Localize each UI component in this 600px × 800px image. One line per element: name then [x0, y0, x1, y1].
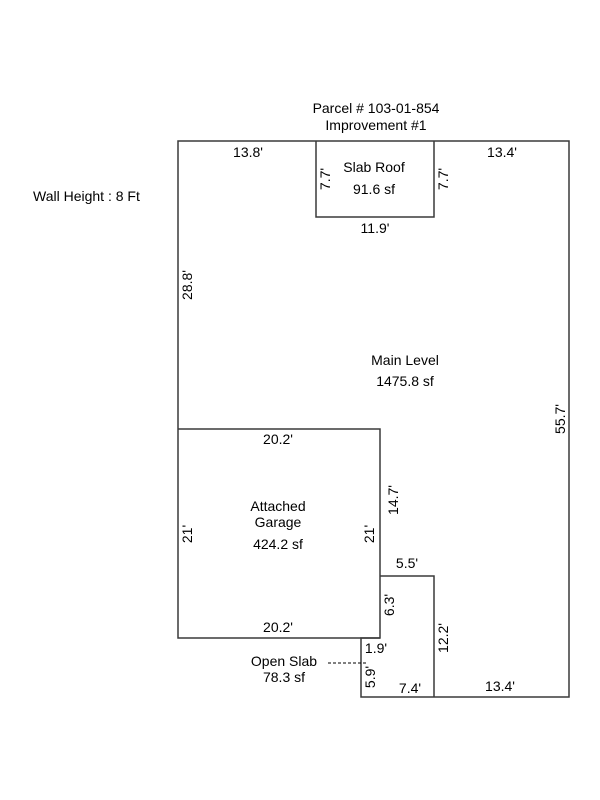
dim-garage-left: 21'	[179, 525, 195, 543]
dim-top-left: 13.8'	[233, 144, 263, 160]
dim-garage-bottom: 20.2'	[263, 619, 293, 635]
dim-left-upper: 28.8'	[179, 270, 195, 300]
dim-right: 55.7'	[552, 404, 568, 434]
parcel-number: Parcel # 103-01-854	[313, 100, 440, 116]
dim-garage-top: 20.2'	[263, 431, 293, 447]
main-level-name: Main Level	[371, 352, 439, 368]
open-slab-area: 78.3 sf	[263, 669, 305, 685]
dim-top-right: 13.4'	[487, 144, 517, 160]
dim-slab-bottom: 11.9'	[361, 220, 390, 236]
slab-roof-area: 91.6 sf	[353, 181, 395, 197]
garage-outline	[177, 428, 381, 639]
building-outline	[177, 140, 570, 698]
dim-step-top: 5.5'	[396, 555, 418, 571]
garage-name-1: Attached	[250, 498, 305, 514]
slab-roof-name: Slab Roof	[343, 159, 405, 175]
dim-slab-left: 7.7'	[317, 168, 333, 190]
main-level-area: 1475.8 sf	[376, 373, 434, 389]
wall-height: Wall Height : 8 Ft	[33, 188, 140, 204]
step-outline	[380, 575, 435, 697]
dim-bottom-right: 13.4'	[485, 678, 515, 694]
dim-open-left: 5.9'	[362, 666, 378, 688]
improvement-label: Improvement #1	[325, 117, 426, 133]
slab-roof-outline	[315, 141, 435, 218]
garage-area: 424.2 sf	[253, 536, 303, 552]
open-slab-name: Open Slab	[251, 653, 317, 669]
garage-name-2: Garage	[255, 514, 302, 530]
dim-garage-right: 21'	[361, 525, 377, 543]
dim-open-bottom: 7.4'	[399, 680, 421, 696]
dim-slab-inner: 12.2'	[435, 623, 451, 653]
dim-slab-right: 7.7'	[435, 168, 451, 190]
dim-open-top: 1.9'	[365, 640, 387, 656]
dim-step-lower: 6.3'	[381, 594, 397, 616]
dim-step-vertical: 14.7'	[385, 485, 401, 515]
